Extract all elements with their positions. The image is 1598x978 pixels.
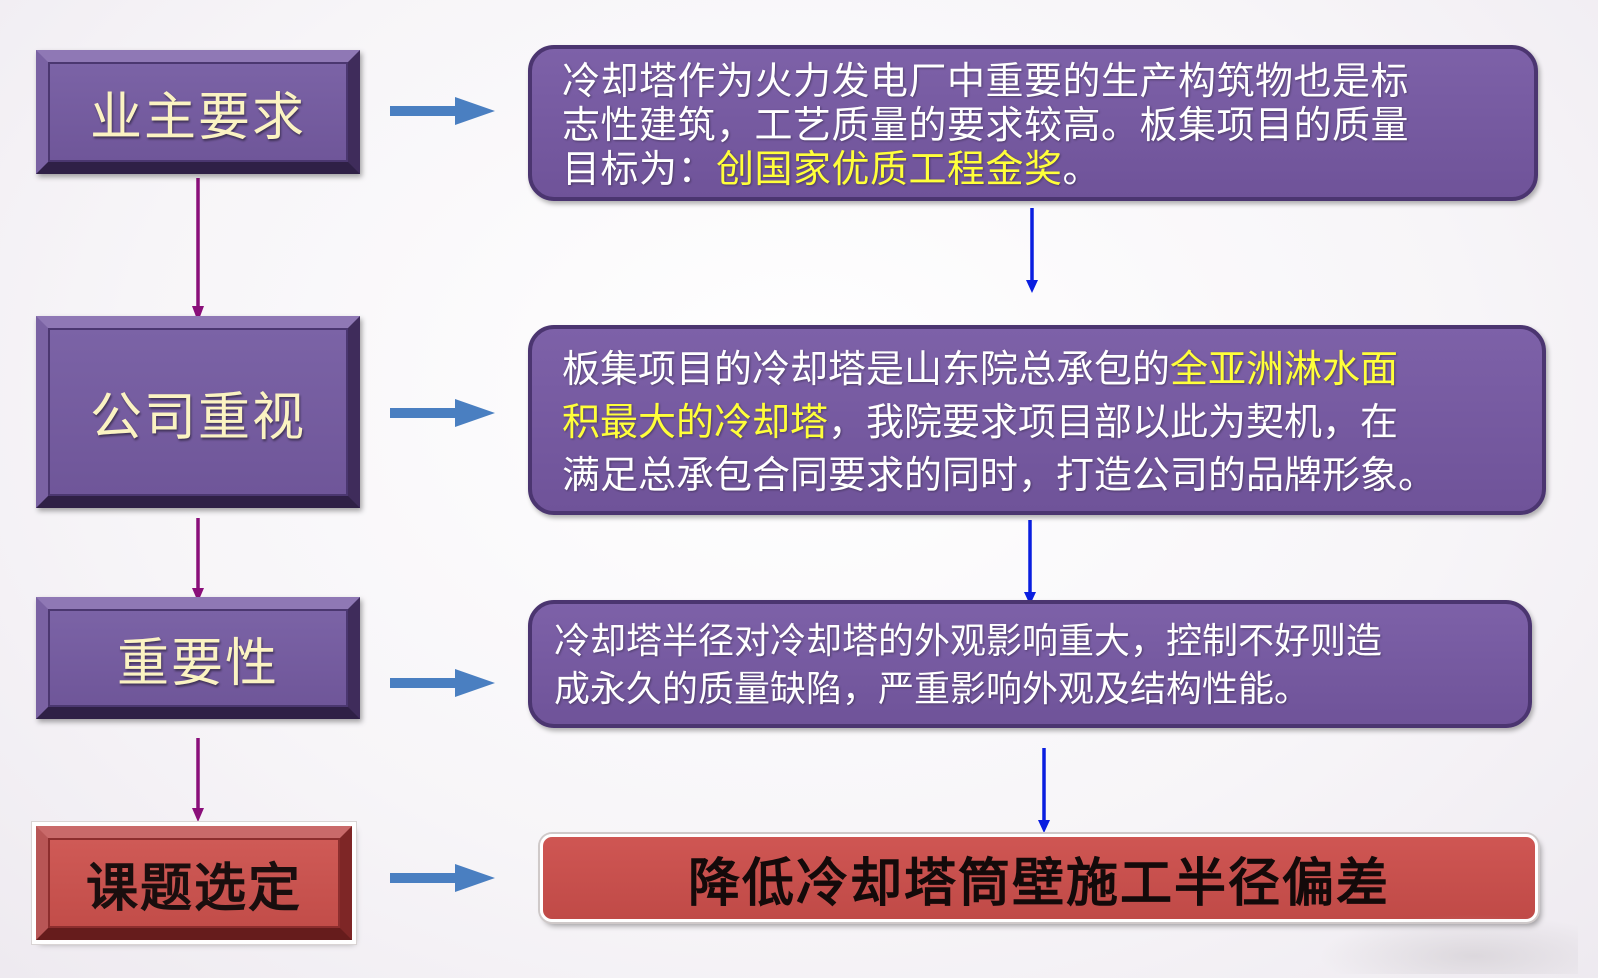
highlight-text: 全亚洲淋水面 bbox=[1170, 347, 1399, 391]
horizontal-arrow-3 bbox=[390, 669, 495, 697]
highlight-text: 创国家优质工程金奖 bbox=[716, 147, 1063, 191]
horizontal-arrow-2 bbox=[390, 399, 495, 427]
step-box-face: 公司重视 bbox=[48, 328, 348, 496]
background-decoration bbox=[1318, 914, 1578, 974]
step-box-owner-requirement: 业主要求 bbox=[36, 50, 360, 174]
text-line: 板集项目的冷却塔是山东院总承包的全亚洲淋水面 bbox=[562, 343, 1512, 396]
step-box-company-attention: 公司重视 bbox=[36, 316, 360, 508]
step-label: 业主要求 bbox=[89, 87, 306, 148]
text-line: 满足总承包合同要求的同时，打造公司的品牌形象。 bbox=[562, 453, 1437, 497]
text-segment: ，我院要求项目部以此为契机，在 bbox=[828, 400, 1399, 444]
text-line: 积最大的冷却塔，我院要求项目部以此为契机，在 bbox=[562, 396, 1512, 449]
topic-result-label: 降低冷却塔筒壁施工半径偏差 bbox=[687, 853, 1390, 914]
horizontal-arrow-4 bbox=[390, 864, 495, 892]
text-segment: 板集项目的冷却塔是山东院总承包的 bbox=[562, 347, 1171, 391]
text-segment: 。 bbox=[1062, 147, 1102, 191]
text-line: 志性建筑，工艺质量的要求较高。板集项目的质量 bbox=[562, 103, 1410, 147]
step-label: 重要性 bbox=[116, 633, 279, 694]
left-down-arrow-3 bbox=[192, 738, 204, 822]
text-segment: 目标为： bbox=[562, 147, 717, 191]
step-label: 课题选定 bbox=[85, 858, 302, 919]
step-box-topic-selection: 课题选定 bbox=[32, 822, 356, 944]
text-line: 冷却塔作为火力发电厂中重要的生产构筑物也是标 bbox=[562, 59, 1410, 103]
text-line: 成永久的质量缺陷，严重影响外观及结构性能。 bbox=[554, 669, 1311, 710]
horizontal-arrow-1 bbox=[390, 97, 495, 125]
right-down-arrow-1 bbox=[1026, 208, 1038, 293]
topic-result-box: 降低冷却塔筒壁施工半径偏差 bbox=[540, 834, 1538, 922]
left-down-arrow-1 bbox=[192, 178, 204, 322]
step-box-face: 重要性 bbox=[48, 609, 348, 707]
step-box-importance: 重要性 bbox=[36, 597, 360, 719]
description-box-owner-requirement: 冷却塔作为火力发电厂中重要的生产构筑物也是标 志性建筑，工艺质量的要求较高。板集… bbox=[528, 45, 1538, 201]
description-box-importance: 冷却塔半径对冷却塔的外观影响重大，控制不好则造 成永久的质量缺陷，严重影响外观及… bbox=[528, 600, 1532, 728]
step-box-face: 业主要求 bbox=[48, 62, 348, 162]
left-down-arrow-2 bbox=[192, 518, 204, 602]
right-down-arrow-3 bbox=[1038, 748, 1050, 833]
text-line: 目标为：创国家优质工程金奖。 bbox=[562, 147, 1504, 191]
right-down-arrow-2 bbox=[1024, 520, 1036, 605]
description-box-company-attention: 板集项目的冷却塔是山东院总承包的全亚洲淋水面 积最大的冷却塔，我院要求项目部以此… bbox=[528, 325, 1546, 515]
step-box-face: 课题选定 bbox=[48, 838, 340, 928]
text-line: 冷却塔半径对冷却塔的外观影响重大，控制不好则造 bbox=[554, 621, 1383, 662]
step-label: 公司重视 bbox=[89, 387, 306, 448]
highlight-text: 积最大的冷却塔 bbox=[562, 400, 829, 444]
